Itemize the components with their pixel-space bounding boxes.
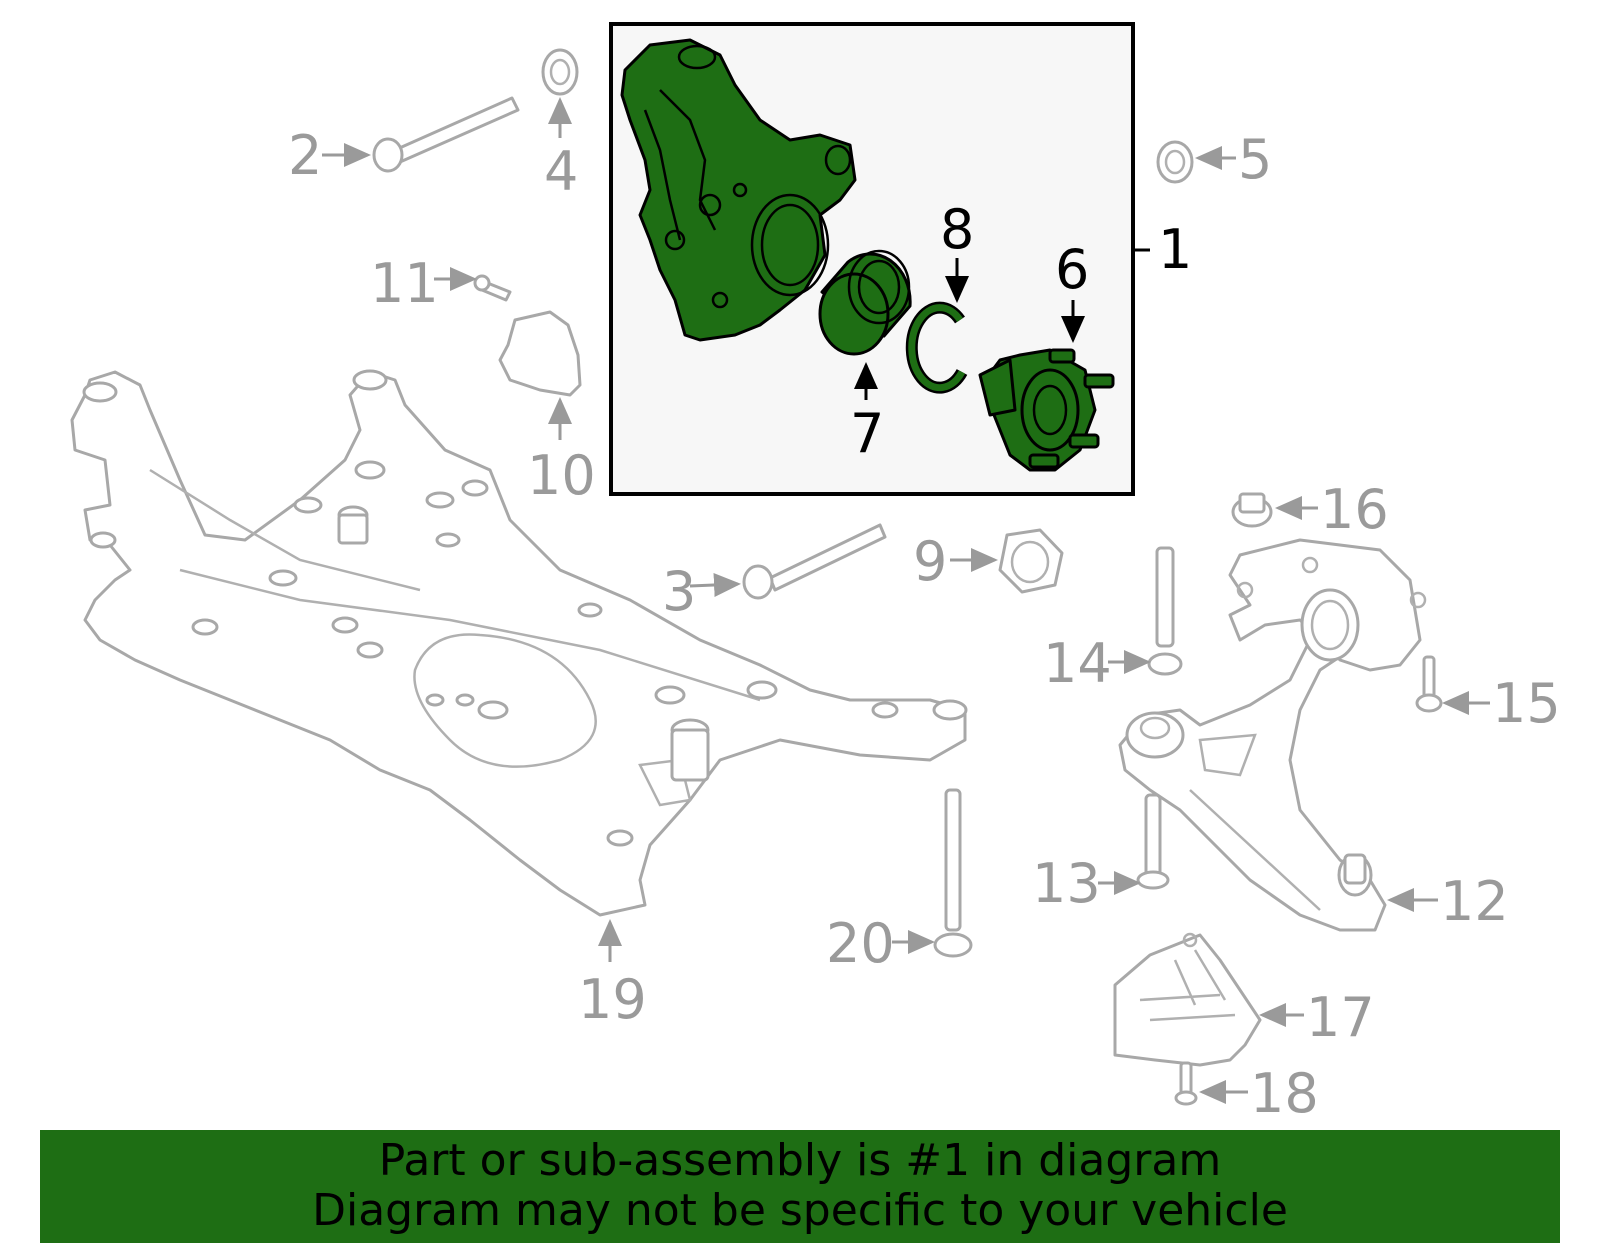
footer-line-1: Part or sub-assembly is #1 in diagram [378, 1135, 1222, 1186]
callout-9: 9 [913, 530, 947, 593]
callout-19: 19 [578, 968, 647, 1031]
nut-4-part[interactable] [541, 48, 579, 96]
callout-13: 13 [1032, 852, 1101, 915]
footer-line-2: Diagram may not be specific to your vehi… [312, 1185, 1288, 1236]
lower-control-arm-part[interactable] [1118, 538, 1427, 932]
callout-17: 17 [1306, 986, 1375, 1049]
wheel-hub-part[interactable] [978, 348, 1115, 472]
bolt-15-part[interactable] [1415, 655, 1443, 713]
snap-ring-part[interactable] [905, 301, 968, 394]
callout-15: 15 [1492, 672, 1561, 735]
subframe-part[interactable] [70, 369, 968, 917]
callout-10: 10 [527, 444, 596, 507]
bolt-18-part[interactable] [1174, 1061, 1198, 1106]
callout-12: 12 [1440, 870, 1509, 933]
bolt-20-part[interactable] [933, 788, 973, 958]
callout-4: 4 [544, 140, 578, 203]
callout-8: 8 [940, 198, 974, 261]
steering-knuckle-part[interactable] [620, 38, 857, 342]
bolt-14-part[interactable] [1147, 546, 1183, 676]
bolt-11-part[interactable] [473, 274, 512, 302]
callout-2: 2 [288, 124, 322, 187]
bolt-13-part[interactable] [1136, 793, 1170, 890]
bolt-2-part[interactable] [372, 96, 520, 173]
footer-text: Part or sub-assembly is #1 in diagram Di… [40, 1130, 1560, 1243]
heat-shield-part[interactable] [498, 310, 582, 397]
callout-14: 14 [1043, 632, 1112, 695]
bolt-3-part[interactable] [742, 523, 887, 600]
wheel-bearing-part[interactable] [818, 249, 912, 356]
callout-16: 16 [1320, 478, 1389, 541]
nut-16-part[interactable] [1231, 492, 1273, 528]
callout-18: 18 [1250, 1062, 1319, 1125]
callout-20: 20 [826, 912, 895, 975]
callout-7: 7 [850, 402, 884, 465]
callout-6: 6 [1055, 238, 1089, 301]
footer-banner [40, 1130, 1560, 1243]
callout-1: 1 [1158, 218, 1192, 281]
nut-5-part[interactable] [1156, 140, 1194, 184]
mount-bracket-part[interactable] [1113, 932, 1262, 1067]
callout-3: 3 [662, 560, 696, 623]
leader-line-3 [689, 573, 741, 597]
nut-9-part[interactable] [998, 528, 1064, 594]
callout-11: 11 [370, 252, 439, 315]
callout-5: 5 [1238, 128, 1272, 191]
